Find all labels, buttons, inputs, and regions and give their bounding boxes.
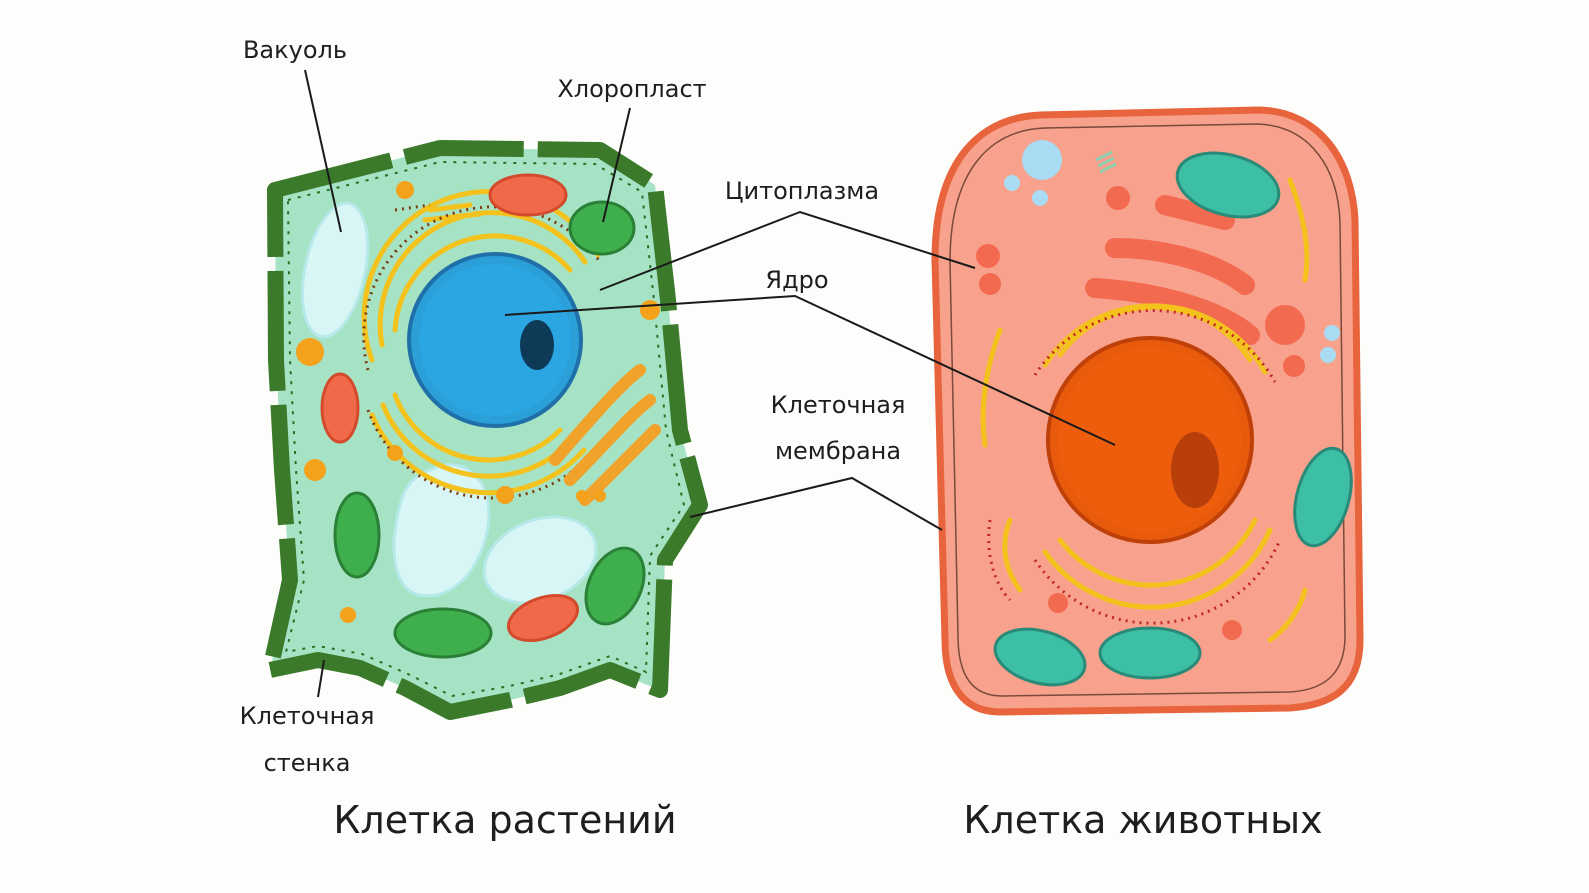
animal-mitochondrion-4 bbox=[1098, 626, 1202, 680]
label-cytoplasm: Цитоплазма bbox=[725, 177, 879, 205]
label-membrane-line1: Клеточная bbox=[771, 391, 906, 419]
plant-cell-wall bbox=[262, 140, 708, 720]
animal-er-ribosomes bbox=[987, 309, 1282, 625]
plant-mitochondrion-1 bbox=[488, 173, 568, 217]
title-animal-cell: Клетка животных bbox=[963, 798, 1322, 842]
plant-vesicles bbox=[296, 181, 660, 623]
chloroplast-2 bbox=[333, 491, 381, 579]
animal-mitochondria bbox=[993, 151, 1353, 687]
label-wall-line2: стенка bbox=[264, 749, 351, 777]
animal-nucleus bbox=[1058, 348, 1242, 532]
leader-nucleus bbox=[504, 294, 1116, 446]
label-membrane-line2: мембрана bbox=[775, 437, 901, 465]
chloroplast-4 bbox=[584, 546, 646, 626]
plant-nucleolus bbox=[520, 320, 554, 370]
labels: Вакуоль Хлоропласт Цитоплазма Ядро Клето… bbox=[240, 36, 906, 777]
animal-golgi bbox=[1085, 195, 1260, 345]
chloroplast-3 bbox=[393, 607, 493, 659]
vacuole-large bbox=[392, 463, 491, 598]
plant-mitochondrion-3 bbox=[506, 594, 580, 642]
animal-blue-vesicles bbox=[1004, 140, 1340, 363]
animal-mitochondrion-1 bbox=[1175, 151, 1281, 219]
label-wall-line1: Клеточная bbox=[240, 702, 375, 730]
animal-cell bbox=[931, 106, 1364, 716]
titles: Клетка растений Клетка животных bbox=[333, 798, 1322, 842]
animal-cell-membrane bbox=[949, 123, 1346, 697]
leader-vacuole bbox=[304, 69, 342, 233]
leader-cytoplasm bbox=[599, 210, 976, 291]
plant-er-ribosomes bbox=[362, 203, 602, 500]
title-plant-cell: Клетка растений bbox=[333, 798, 676, 842]
label-chloroplast: Хлоропласт bbox=[557, 75, 706, 103]
animal-nucleolus bbox=[1171, 432, 1219, 508]
plant-mitochondrion-2 bbox=[320, 372, 360, 444]
plant-mitochondria bbox=[320, 173, 580, 642]
animal-er bbox=[980, 177, 1310, 643]
label-nucleus: Ядро bbox=[765, 266, 828, 294]
leader-chloroplast bbox=[602, 107, 631, 223]
leader-lines bbox=[304, 69, 1116, 698]
plant-er bbox=[361, 189, 601, 496]
chloroplast-1 bbox=[568, 200, 636, 256]
plant-golgi bbox=[549, 364, 661, 506]
plant-nucleus bbox=[419, 264, 571, 416]
animal-mitochondrion-2 bbox=[1293, 446, 1353, 548]
chloroplasts bbox=[333, 200, 646, 659]
label-vacuole: Вакуоль bbox=[243, 36, 347, 64]
plant-cell bbox=[262, 140, 708, 720]
leader-wall bbox=[317, 659, 325, 698]
plant-inner-membrane bbox=[284, 160, 686, 698]
vacuole-top bbox=[300, 201, 370, 339]
leader-membrane bbox=[689, 476, 943, 531]
animal-mitochondrion-3 bbox=[993, 627, 1087, 687]
centrioles bbox=[1095, 150, 1117, 174]
animal-vesicles bbox=[976, 186, 1305, 640]
